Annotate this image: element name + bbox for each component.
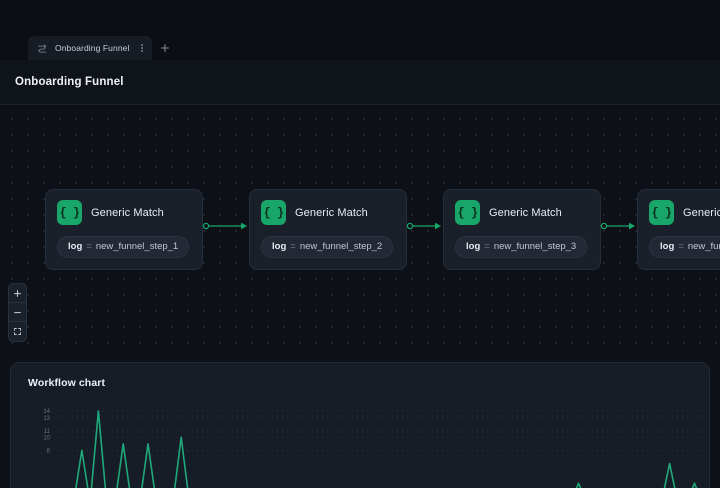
node-param-equals: = bbox=[678, 241, 684, 252]
node-param-pill[interactable]: log = new_funnel_step_2 bbox=[261, 236, 393, 258]
node-param-key: log bbox=[466, 241, 480, 252]
node-connector-edge bbox=[407, 220, 443, 232]
node-header: { } Generic Match bbox=[57, 200, 191, 225]
workflow-node[interactable]: { } Generic Match log = new_funnel_step_… bbox=[443, 189, 601, 270]
workflow-canvas[interactable]: { } Generic Match log = new_funnel_step_… bbox=[0, 105, 720, 350]
zoom-in-button[interactable] bbox=[9, 284, 26, 303]
new-tab-button[interactable] bbox=[152, 36, 178, 60]
node-title: Generic Match bbox=[489, 207, 562, 219]
node-title: Generic Match bbox=[91, 207, 164, 219]
node-param-equals: = bbox=[484, 241, 490, 252]
node-badge-glyph: { } bbox=[457, 207, 477, 219]
fit-view-button[interactable] bbox=[9, 322, 26, 341]
tab-label: Onboarding Funnel bbox=[55, 43, 129, 53]
node-badge-glyph: { } bbox=[651, 207, 671, 219]
chart-y-tick: 8 bbox=[47, 449, 51, 455]
minus-icon bbox=[13, 308, 22, 317]
curly-braces-icon: { } bbox=[57, 200, 82, 225]
workflow-node[interactable]: { } Generic Match log = new_funnel_step_… bbox=[249, 189, 407, 270]
node-param-value: new_funnel_step_2 bbox=[300, 241, 382, 252]
plus-icon bbox=[13, 289, 22, 298]
node-connector-edge bbox=[203, 220, 249, 232]
node-param-pill[interactable]: log = new_funnel_step_3 bbox=[455, 236, 587, 258]
chart-svg: 1413 1110 8 bbox=[11, 405, 710, 488]
workflow-node[interactable]: { } Generic Match log = new_funnel_step_… bbox=[45, 189, 203, 270]
node-param-value: new_funnel_step_3 bbox=[494, 241, 576, 252]
node-param-key: log bbox=[68, 241, 82, 252]
node-param-equals: = bbox=[86, 241, 92, 252]
kebab-menu-icon[interactable] bbox=[141, 43, 143, 54]
page-header: Onboarding Funnel bbox=[0, 60, 720, 105]
chart-plot-area[interactable]: 1413 1110 8 bbox=[11, 405, 710, 488]
curly-braces-icon: { } bbox=[649, 200, 674, 225]
workflow-chart-panel: Workflow chart 1413 1110 8 bbox=[10, 362, 710, 488]
chart-y-tick: 13 bbox=[43, 416, 50, 422]
node-param-value: new_funnel_step_4 bbox=[688, 241, 720, 252]
zoom-out-button[interactable] bbox=[9, 303, 26, 322]
workflow-icon bbox=[37, 43, 48, 54]
node-header: { } Generic Match bbox=[261, 200, 395, 225]
node-connector-edge bbox=[601, 220, 637, 232]
plus-icon bbox=[160, 43, 170, 53]
chart-y-tick: 14 bbox=[43, 409, 50, 415]
node-title: Generic Match bbox=[295, 207, 368, 219]
node-param-key: log bbox=[660, 241, 674, 252]
node-param-key: log bbox=[272, 241, 286, 252]
chart-title: Workflow chart bbox=[28, 377, 105, 389]
node-param-value: new_funnel_step_1 bbox=[96, 241, 178, 252]
chart-series-line bbox=[57, 411, 710, 488]
tab-bar: Onboarding Funnel bbox=[0, 0, 720, 60]
page-title: Onboarding Funnel bbox=[15, 76, 124, 88]
node-param-pill[interactable]: log = new_funnel_step_4 bbox=[649, 236, 720, 258]
curly-braces-icon: { } bbox=[455, 200, 480, 225]
fit-to-screen-icon bbox=[13, 327, 22, 336]
canvas-zoom-controls bbox=[8, 283, 27, 342]
chart-y-tick: 11 bbox=[44, 429, 51, 435]
curly-braces-icon: { } bbox=[261, 200, 286, 225]
node-badge-glyph: { } bbox=[263, 207, 283, 219]
workflow-node[interactable]: { } Generic Match log = new_funnel_step_… bbox=[637, 189, 720, 270]
chart-y-tick: 10 bbox=[43, 435, 50, 441]
node-header: { } Generic Match bbox=[649, 200, 720, 225]
node-param-pill[interactable]: log = new_funnel_step_1 bbox=[57, 236, 189, 258]
node-title: Generic Match bbox=[683, 207, 720, 219]
tab-onboarding-funnel[interactable]: Onboarding Funnel bbox=[28, 36, 152, 60]
node-header: { } Generic Match bbox=[455, 200, 589, 225]
node-param-equals: = bbox=[290, 241, 296, 252]
node-badge-glyph: { } bbox=[59, 207, 79, 219]
